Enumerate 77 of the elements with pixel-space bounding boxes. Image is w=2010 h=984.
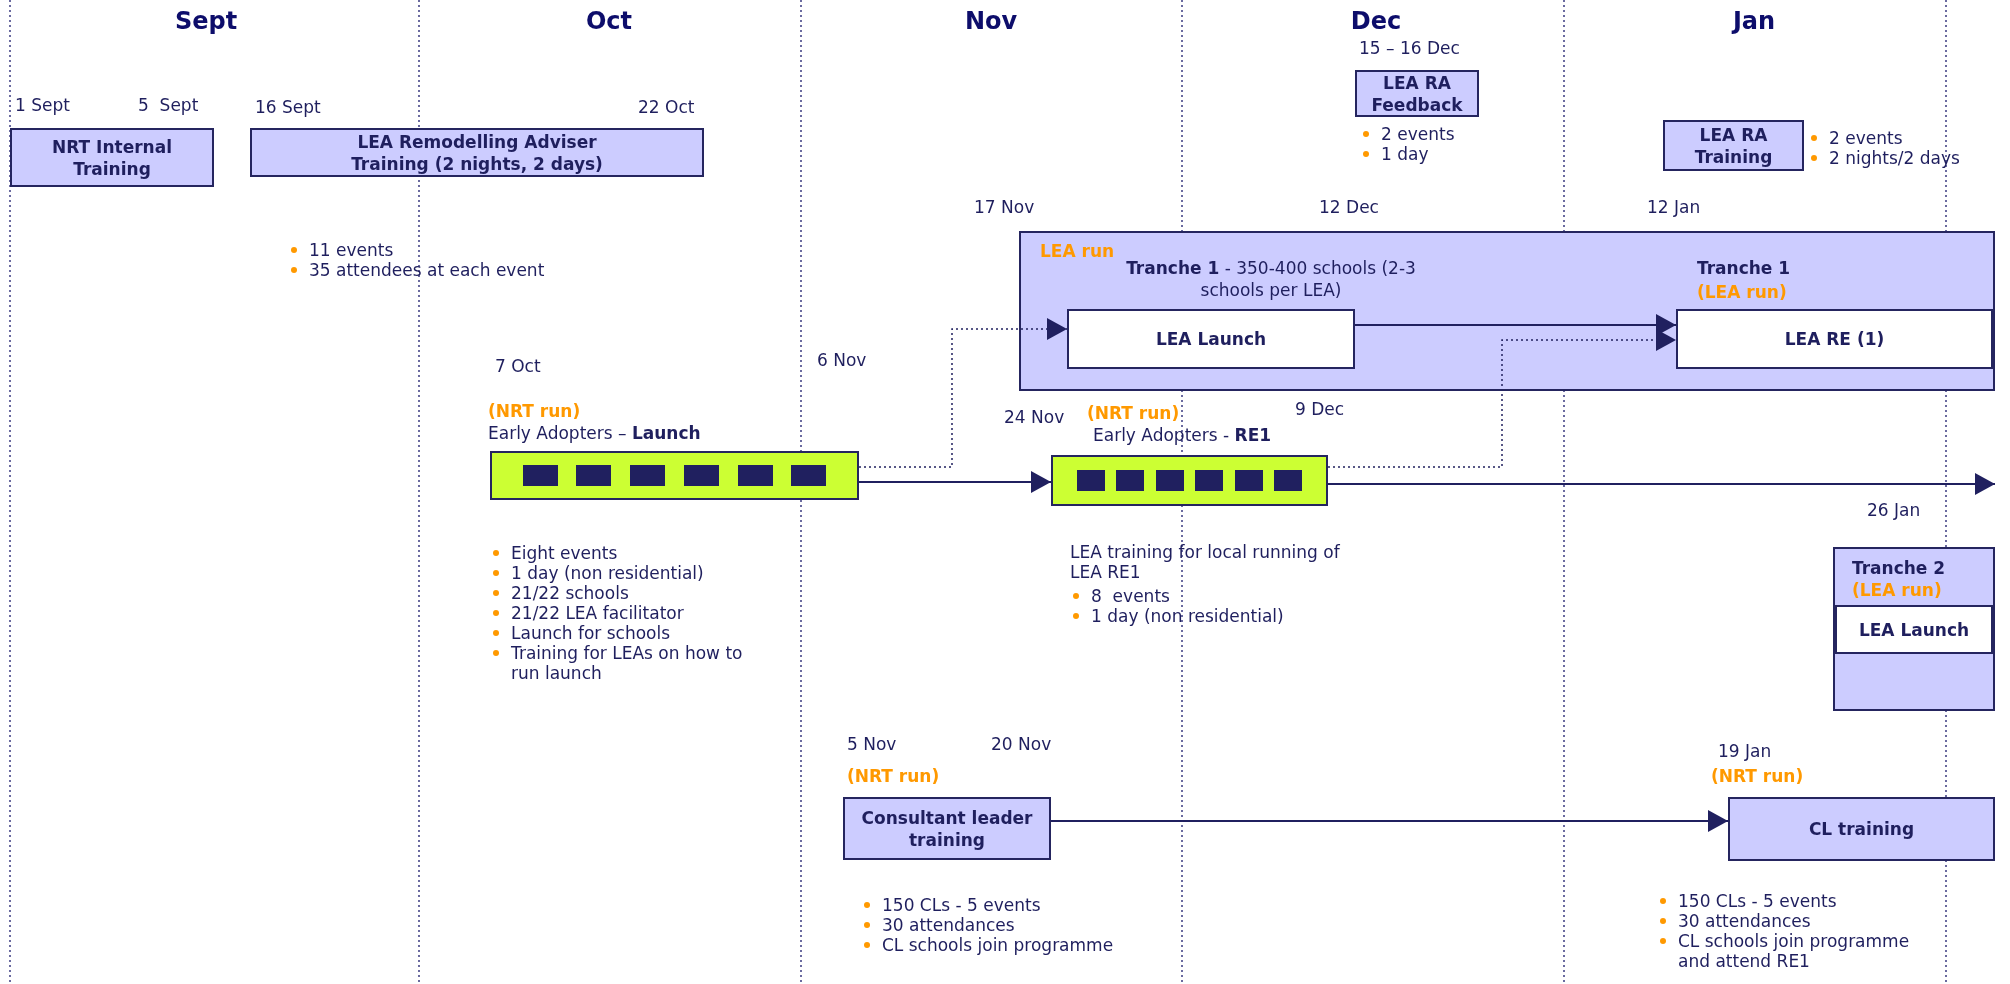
dotted-arrow <box>1327 329 1677 468</box>
bullet-item: 2 events <box>1829 128 1903 148</box>
date-label: 9 Dec <box>1295 399 1345 419</box>
tranche-panel <box>1833 547 1995 711</box>
box-title: LEA Remodelling Adviser Training (2 nights, 2 days) <box>350 130 604 175</box>
box-title: LEA RE (1) <box>1784 328 1885 350</box>
box-caption: Tranche 1 - 350-400 schools (2-3 schools per LEA) <box>1125 257 1417 301</box>
date-label: 19 Jan <box>1718 741 1772 761</box>
activity-box <box>1728 797 1995 861</box>
run-tag: (LEA run) <box>1852 579 1942 601</box>
bullet-item: Launch for schools <box>511 623 671 643</box>
date-label: 5 Nov <box>847 734 897 754</box>
date-label: 20 Nov <box>991 734 1052 754</box>
box-title: LEA Launch <box>1155 328 1267 350</box>
date-label: 12 Jan <box>1647 197 1701 217</box>
box-title: Tranche 2 <box>1852 557 1946 579</box>
bullet-item: 2 events <box>1381 124 1455 144</box>
run-tag: LEA run <box>1040 240 1115 262</box>
date-label: 1 Sept <box>15 95 70 115</box>
date-label: 24 Nov <box>1004 407 1065 427</box>
box-title: Consultant leader training <box>860 806 1034 851</box>
arrow <box>858 471 1052 493</box>
date-label: 12 Dec <box>1319 197 1379 217</box>
activity-box <box>1355 70 1479 117</box>
month-heading: Nov <box>964 6 1018 36</box>
bullet-item: 2 nights/2 days <box>1829 148 1960 168</box>
box-title: LEA RA Feedback <box>1370 71 1464 116</box>
date-label: 6 Nov <box>817 350 867 370</box>
run-tag: (NRT run) <box>1087 402 1180 424</box>
bullet-item: 21/22 schools <box>511 583 629 603</box>
bullet-item: 1 day (non residential) <box>1091 606 1284 626</box>
box-caption: Early Adopters - RE1 <box>1093 424 1272 446</box>
bullet-item: 1 day (non residential) <box>511 563 704 583</box>
box-title: LEA Launch <box>1858 618 1970 641</box>
run-tag: (LEA run) <box>1697 281 1787 303</box>
bullet-item: Training for LEAs on how to run launch <box>511 643 744 683</box>
bullet-item: 150 CLs - 5 events <box>1678 891 1837 911</box>
activity-box <box>843 797 1051 860</box>
arrow <box>1050 810 1729 832</box>
bullet-item: CL schools join programme <box>882 935 1114 955</box>
session-box <box>1835 605 1993 654</box>
bullet-item: 30 attendances <box>882 915 1015 935</box>
activity-box <box>250 128 704 177</box>
box-title: CL training <box>1808 818 1915 840</box>
date-label: 17 Nov <box>974 197 1035 217</box>
date-label: 22 Oct <box>638 97 695 117</box>
bullet-item: CL schools join programme and attend RE1 <box>1678 931 1911 971</box>
bullet-item: 1 day <box>1381 144 1429 164</box>
activity-box <box>10 128 214 187</box>
tranche-panel <box>1019 231 1995 391</box>
bullet-item: Eight events <box>511 543 618 563</box>
box-caption: Early Adopters – Launch <box>488 422 701 444</box>
box-title: NRT Internal Training <box>51 135 173 180</box>
note-text: LEA training for local running of LEA RE1 <box>1070 542 1341 582</box>
box-title: Tranche 1 <box>1697 257 1791 279</box>
bullet-item: 11 events <box>309 240 394 260</box>
date-label: 5 Sept <box>138 95 199 115</box>
date-label: 26 Jan <box>1867 500 1921 520</box>
date-label: 15 – 16 Dec <box>1359 38 1460 58</box>
box-title: LEA RA Training <box>1693 123 1774 168</box>
dotted-arrow <box>858 318 1068 468</box>
session-box <box>1067 309 1355 369</box>
month-heading: Oct <box>585 6 633 36</box>
bullet-item: 8 events <box>1091 586 1170 606</box>
activity-box <box>1663 120 1804 171</box>
bullet-item: 30 attendances <box>1678 911 1811 931</box>
bullet-item: 35 attendees at each event <box>309 260 545 280</box>
bullet-item: 21/22 LEA facilitator <box>511 603 684 623</box>
month-heading: Sept <box>174 6 238 36</box>
date-label: 7 Oct <box>495 356 541 376</box>
month-heading: Jan <box>1732 6 1776 36</box>
date-label: 16 Sept <box>255 97 321 117</box>
session-box <box>1676 309 1993 369</box>
arrow <box>1327 473 1996 495</box>
run-tag: (NRT run) <box>488 400 581 422</box>
month-heading: Dec <box>1350 6 1402 36</box>
bullet-item: 150 CLs - 5 events <box>882 895 1041 915</box>
